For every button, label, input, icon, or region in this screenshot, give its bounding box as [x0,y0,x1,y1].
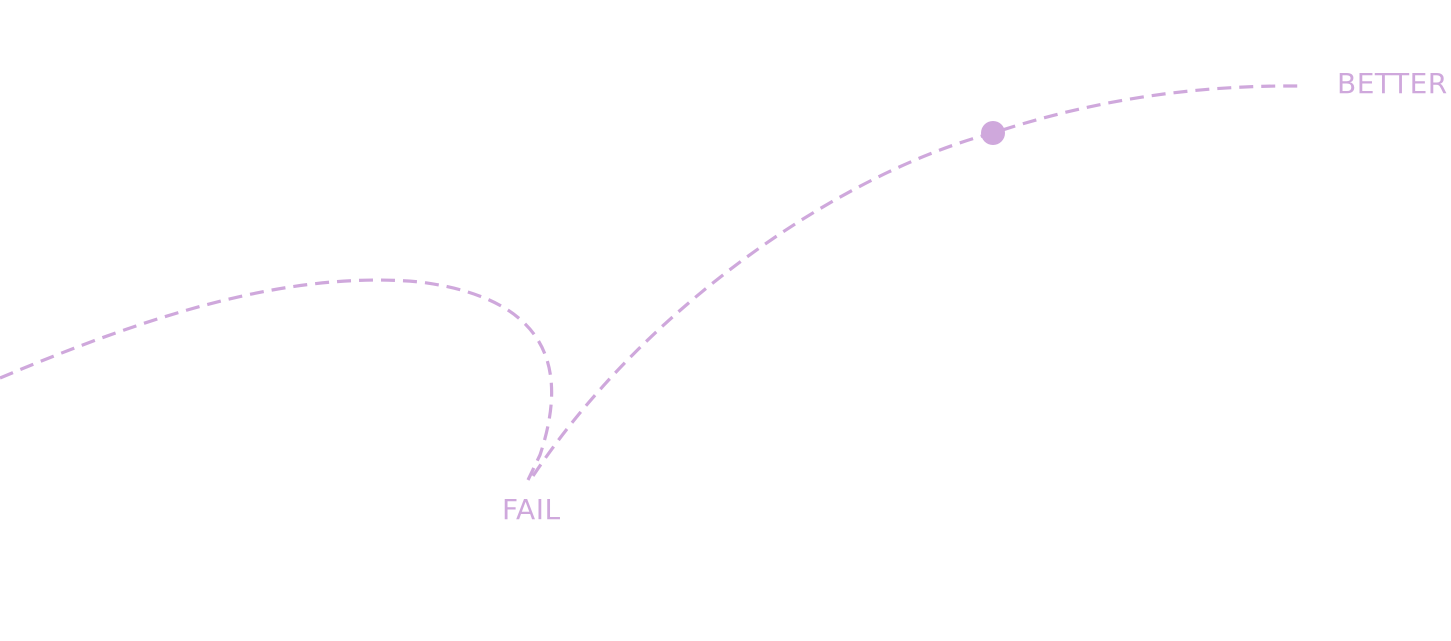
fail-label: FAIL [502,493,561,526]
better-label: BETTER [1337,67,1448,100]
progress-marker [981,121,1005,145]
descent-path [0,278,554,481]
ascent-path [531,84,1303,477]
